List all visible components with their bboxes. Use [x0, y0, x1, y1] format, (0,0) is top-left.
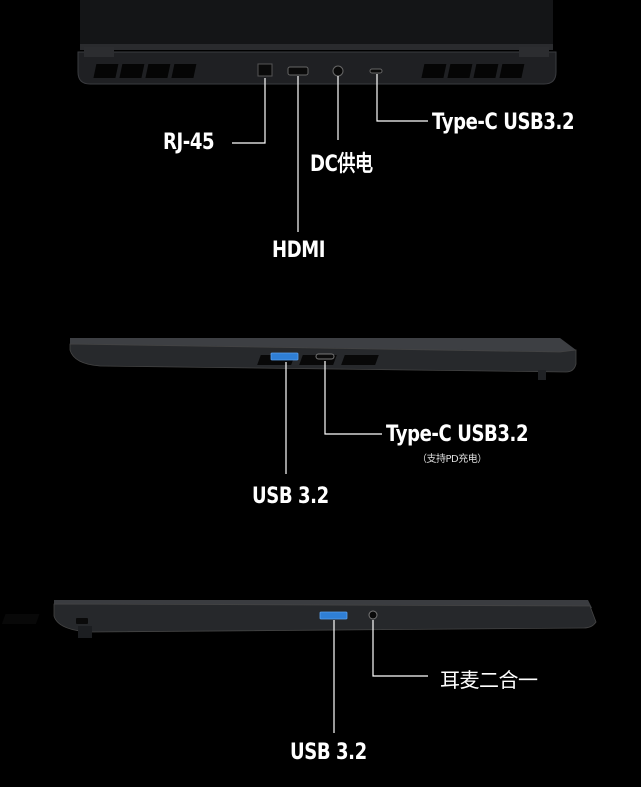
- label-left-usb: USB 3.2: [290, 740, 367, 765]
- label-right-usb: USB 3.2: [252, 484, 329, 509]
- kensington-lock: [76, 618, 88, 624]
- right-typec-port: [315, 353, 335, 360]
- rear-vent-right: [421, 64, 525, 78]
- label-right-typec-note: （支持PD充电）: [417, 454, 487, 465]
- right-side-laptop: [69, 338, 577, 474]
- dc-port: [332, 65, 344, 77]
- audio-jack: [368, 610, 378, 620]
- left-leader-lines: [333, 620, 428, 733]
- left-usb-port: [319, 611, 348, 620]
- label-audio-combo: 耳麦二合一: [440, 668, 538, 692]
- rear-leader-lines: [232, 74, 428, 232]
- rear-vent-left: [93, 64, 197, 78]
- right-leader-lines: [285, 361, 382, 474]
- label-dc-power: DC供电: [310, 152, 373, 177]
- rear-typec-port: [369, 68, 383, 74]
- left-side-vents: [1, 614, 40, 624]
- label-hdmi: HDMI: [272, 238, 326, 263]
- label-rj45: RJ-45: [163, 130, 215, 155]
- label-rear-typec: Type-C USB3.2: [432, 110, 575, 135]
- rj45-port: [257, 63, 273, 77]
- hdmi-port: [287, 66, 309, 76]
- left-side-laptop: [1, 600, 597, 733]
- right-usb-port: [270, 352, 299, 361]
- rear-view-laptop: [77, 0, 557, 232]
- label-right-typec: Type-C USB3.2: [386, 422, 529, 447]
